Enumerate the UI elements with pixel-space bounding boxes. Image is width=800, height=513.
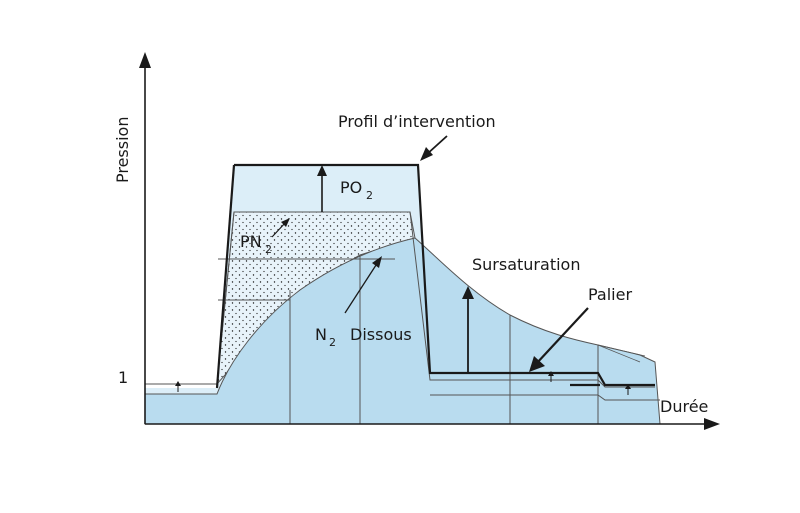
n2-dissous-area (144, 237, 661, 425)
y-axis-arrowhead (139, 52, 151, 68)
n2-sub: 2 (329, 336, 336, 349)
profil-pointer-arrow (420, 135, 448, 161)
small-arrow-1 (175, 381, 181, 392)
x-axis-arrowhead (704, 418, 720, 430)
po2-arrow (317, 165, 327, 212)
x-axis-label: Durée (660, 397, 708, 416)
profile-left-edge (215, 164, 236, 389)
pn2-sub: 2 (265, 243, 272, 256)
pn2-label: PN 2 (240, 232, 272, 256)
pn2-pointer-arrow (271, 218, 290, 238)
palier-pointer-arrow (529, 307, 589, 372)
dive-profile-line (234, 163, 655, 387)
po2-sub: 2 (366, 189, 373, 202)
y-axis-label: Pression (113, 117, 132, 183)
po2-label: PO 2 (340, 178, 373, 202)
small-arrow-3 (625, 384, 631, 395)
sursaturation-label: Sursaturation (472, 255, 580, 274)
n2-main: N (315, 325, 327, 344)
y-tick-1: 1 (118, 368, 128, 387)
n2-word: Dissous (350, 325, 412, 344)
po2-main: PO (340, 178, 362, 197)
small-arrow-2 (548, 371, 554, 382)
palier-label: Palier (588, 285, 632, 304)
fan-line-1 (597, 344, 646, 357)
tissue-lower-line (430, 394, 660, 401)
profil-intervention-label: Profil d’intervention (338, 112, 496, 131)
pn2-main: PN (240, 232, 262, 251)
fan-line-2 (597, 344, 641, 363)
n2-dissous-label: N 2 Dissous (315, 325, 412, 349)
sursaturation-arrow (462, 286, 474, 373)
n2-pointer-arrow (344, 256, 382, 314)
